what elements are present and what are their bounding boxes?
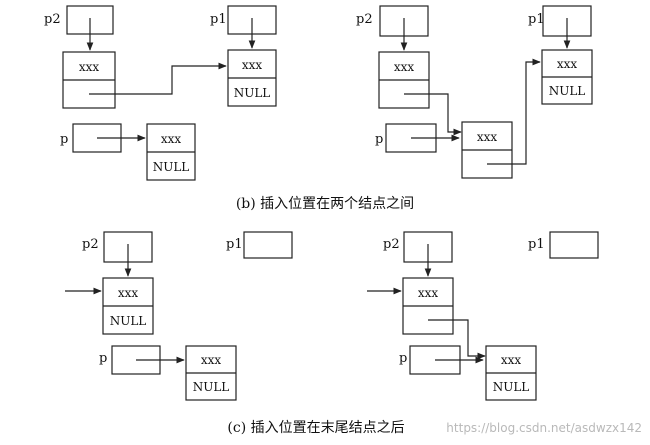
node-b-data: xxx	[242, 58, 263, 72]
node-b-null: NULL	[234, 86, 271, 100]
node-b-data: xxx	[557, 57, 578, 71]
p-label: p	[99, 351, 107, 366]
tail-node-data: xxx	[418, 286, 439, 300]
node-a-next-link	[89, 62, 227, 95]
p2-label: p2	[356, 12, 373, 27]
node-a-data: xxx	[79, 60, 100, 74]
panel-b-before: p2 xxx p1 xxx NULL p xxx NULL	[44, 5, 277, 181]
p2-label: p2	[82, 237, 99, 252]
p-label: p	[375, 132, 383, 147]
p1-label: p1	[528, 237, 545, 252]
panel-c-before: p2 p1 xxx NULL p xxx NULL	[65, 231, 293, 401]
panel-c-after: p2 p1 xxx p xxx NULL	[367, 231, 599, 401]
p-label: p	[399, 351, 407, 366]
node-a-data: xxx	[394, 60, 415, 74]
p2-label: p2	[44, 12, 61, 27]
tail-node-data: xxx	[118, 286, 139, 300]
new-node-data: xxx	[477, 130, 498, 144]
p2-label: p2	[383, 237, 400, 252]
caption-c: (c) 插入位置在末尾结点之后	[227, 420, 404, 436]
p1-label: p1	[226, 237, 243, 252]
new-node-null: NULL	[153, 160, 190, 174]
p1-pointer-box	[243, 231, 293, 259]
p1-label: p1	[210, 12, 227, 27]
panel-b-after: p2 xxx p xxx p1 xxx NULL	[356, 5, 593, 179]
tail-node-next-link	[428, 319, 486, 360]
tail-node-null: NULL	[110, 314, 147, 328]
watermark: https://blog.csdn.net/asdwzx142	[446, 421, 642, 435]
caption-b: (b) 插入位置在两个结点之间	[236, 196, 414, 212]
new-node-data: xxx	[501, 353, 522, 367]
node-a-next-link	[404, 93, 462, 136]
new-node-data: xxx	[201, 353, 222, 367]
node-b-null: NULL	[549, 84, 586, 98]
new-node-data: xxx	[161, 132, 182, 146]
new-node-null: NULL	[193, 380, 230, 394]
p1-label: p1	[528, 12, 545, 27]
new-node-null: NULL	[493, 380, 530, 394]
new-node-next-link	[487, 58, 541, 165]
p-label: p	[60, 132, 68, 147]
p1-pointer-box	[549, 231, 599, 259]
